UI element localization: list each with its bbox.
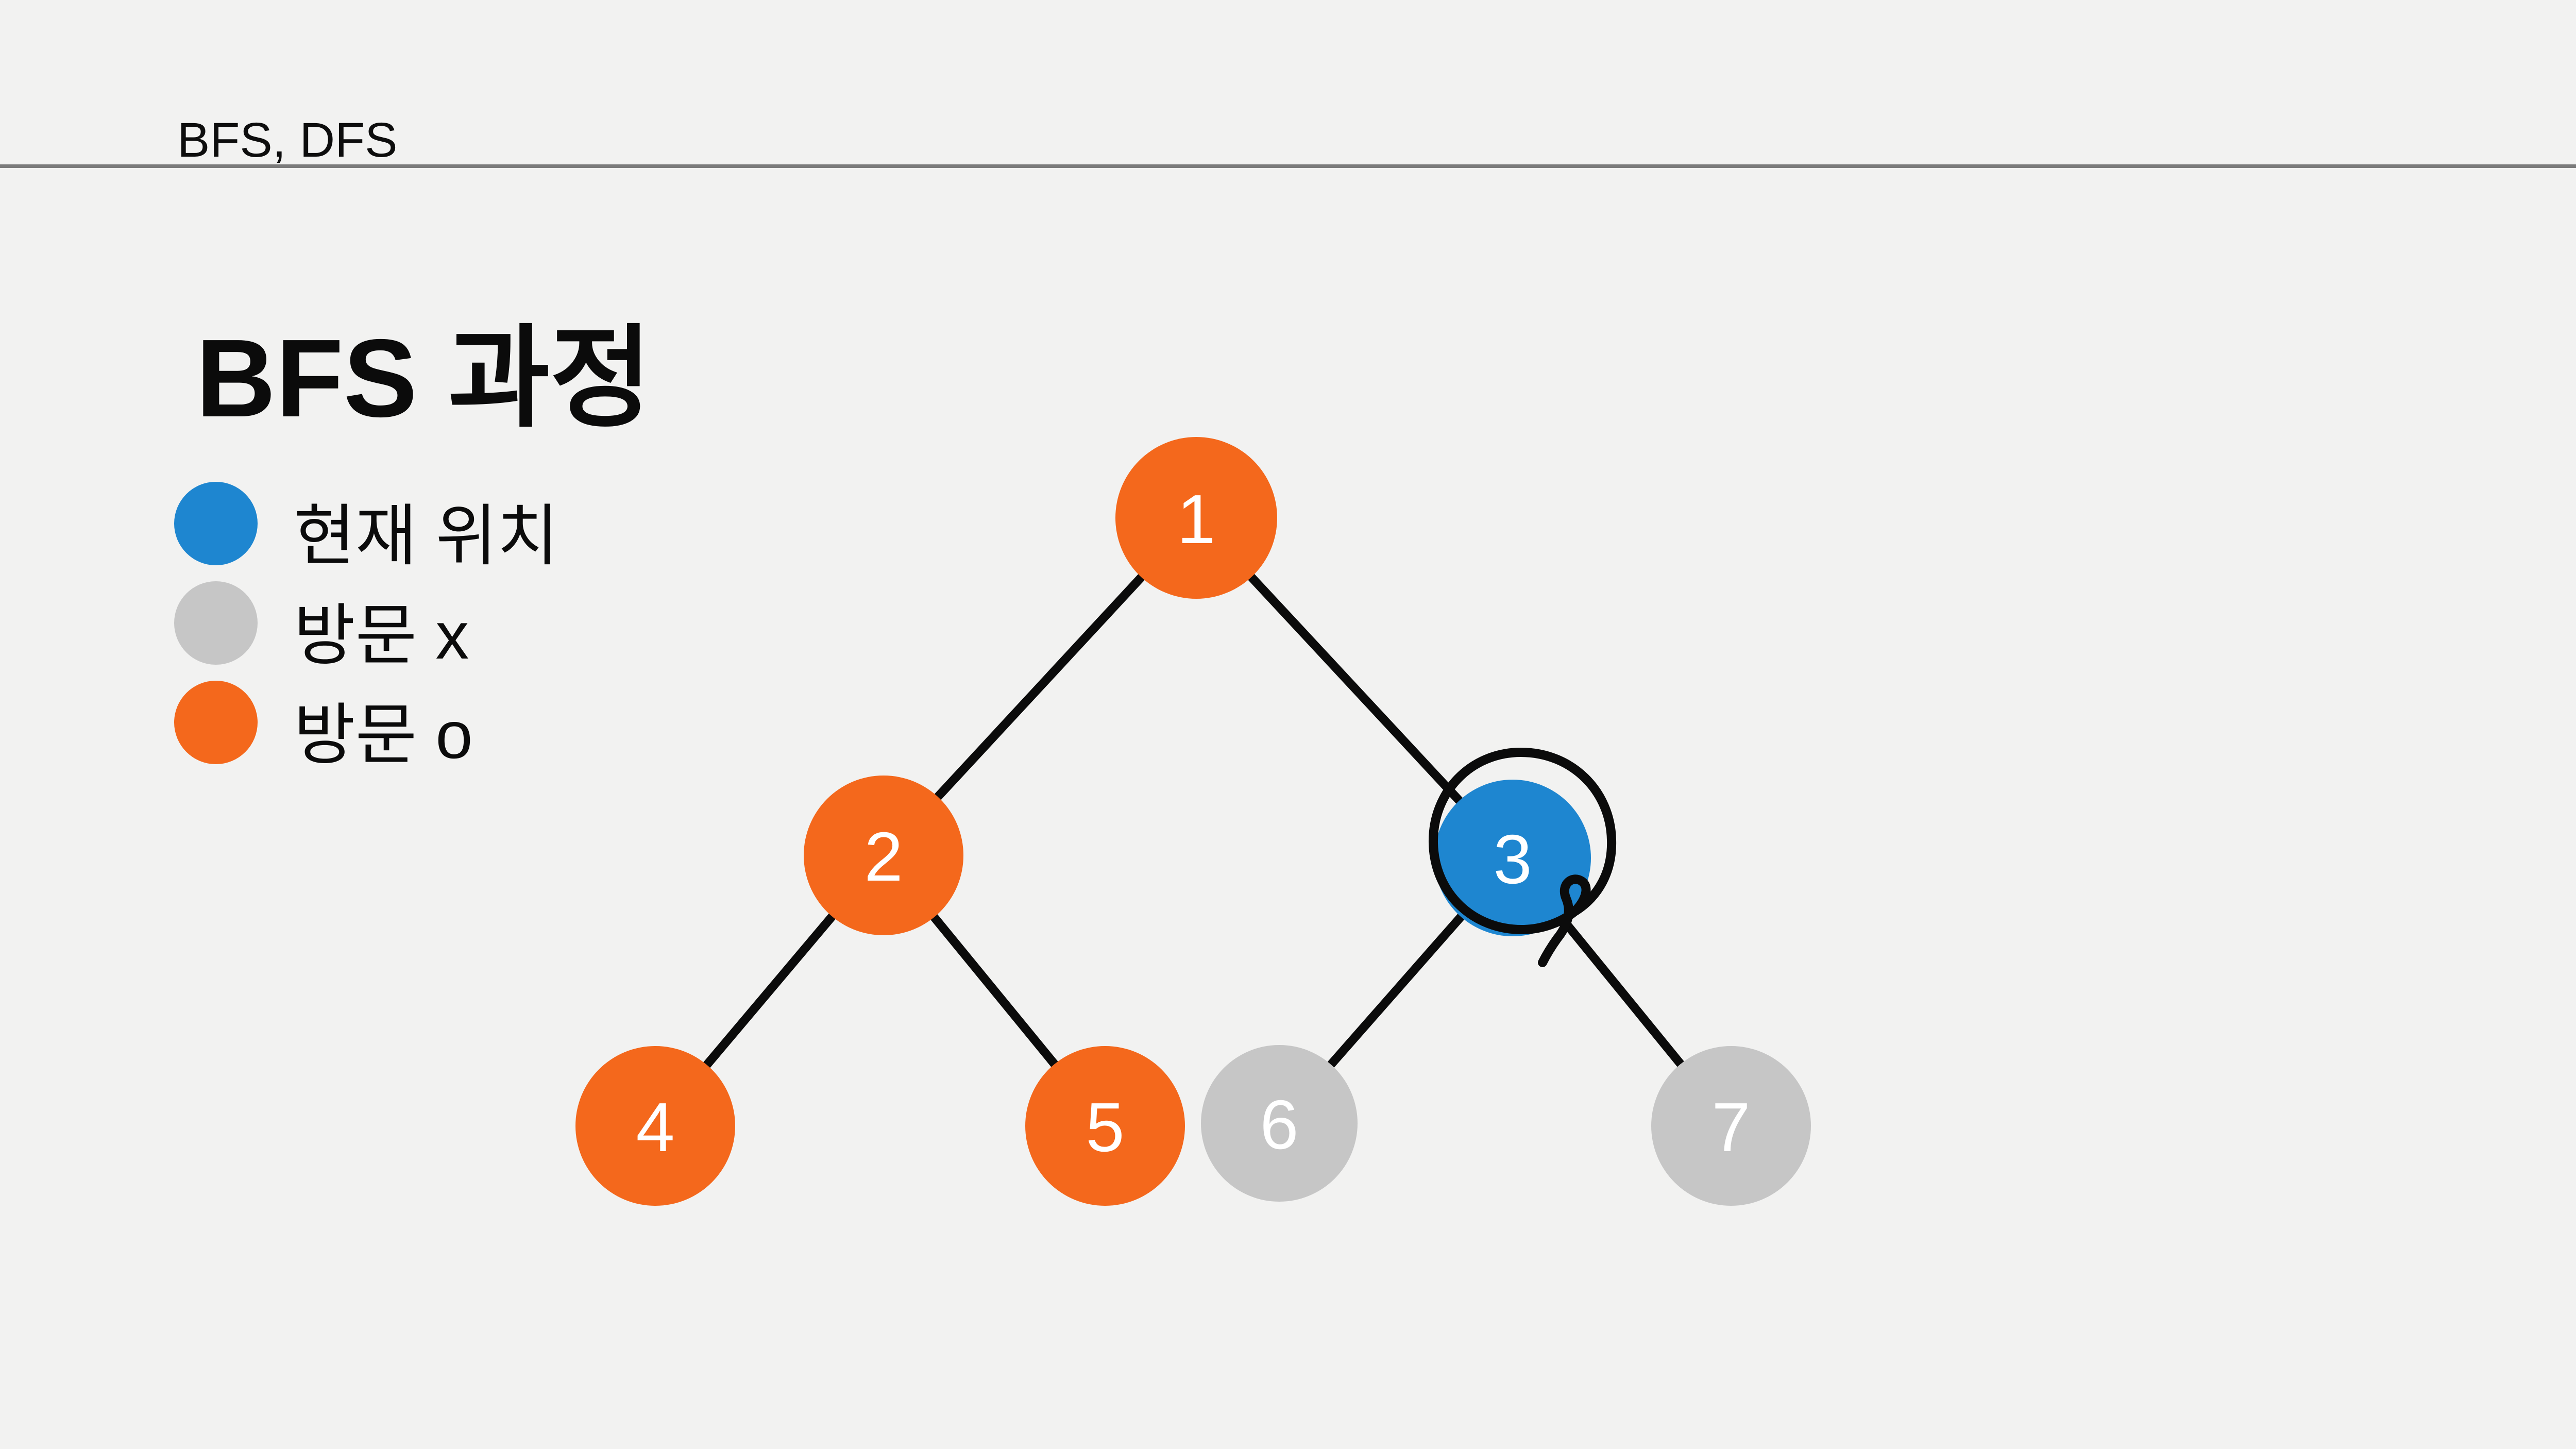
node-label: 4 xyxy=(636,1088,674,1166)
tree-node-4: 4 xyxy=(575,1046,735,1206)
edge-2-5 xyxy=(879,851,1110,1131)
legend-item-visited: 방문 o xyxy=(174,681,559,768)
legend-marker-circle xyxy=(174,482,258,565)
edge-3-6 xyxy=(1275,853,1517,1128)
page-title: BFS 과정 xyxy=(196,316,652,440)
node-circle xyxy=(1115,437,1277,599)
visited-circle-icon xyxy=(174,681,258,764)
legend-item-label: 현재 위치 xyxy=(294,498,559,574)
legend-item-label: 방문 x xyxy=(294,598,469,673)
header-divider-line xyxy=(0,164,2576,168)
node-circle xyxy=(1025,1046,1185,1206)
legend-item-current: 현재 위치 xyxy=(174,482,559,569)
node-circle xyxy=(1651,1046,1811,1206)
tree-node-7: 7 xyxy=(1651,1046,1811,1206)
node-label: 5 xyxy=(1086,1088,1124,1166)
node-label: 2 xyxy=(864,818,903,896)
legend-item-unvisited: 방문 x xyxy=(174,581,559,669)
node-circle xyxy=(1201,1045,1358,1202)
node-label: 7 xyxy=(1711,1088,1750,1166)
edge-3-7 xyxy=(1508,853,1736,1131)
edge-1-3 xyxy=(1192,513,1517,863)
legend-item-label: 방문 o xyxy=(294,697,473,772)
slide-header-title: BFS, DFS xyxy=(177,113,398,167)
node-circle xyxy=(804,776,963,935)
node-circle xyxy=(575,1046,735,1206)
unvisited-circle-icon xyxy=(174,581,258,665)
hand-drawn-circle-annotation xyxy=(1428,748,1617,967)
node-label: 1 xyxy=(1177,480,1215,558)
tree-node-2: 2 xyxy=(804,776,963,935)
tree-node-5: 5 xyxy=(1025,1046,1185,1206)
edge-1-2 xyxy=(879,513,1201,860)
node-label: 6 xyxy=(1260,1086,1298,1164)
node-circle xyxy=(1434,780,1591,936)
legend-marker-circle xyxy=(174,581,258,665)
tree-node-3: 3 xyxy=(1434,780,1591,936)
current-position-circle-icon xyxy=(174,482,258,565)
tree-edges xyxy=(651,513,1736,1131)
node-label: 3 xyxy=(1493,820,1532,898)
legend-marker-circle xyxy=(174,681,258,764)
tree-node-6: 6 xyxy=(1201,1045,1358,1202)
tree-node-1: 1 xyxy=(1115,437,1277,599)
tree-nodes: 1 2 3 4 5 6 xyxy=(575,437,1811,1206)
edge-2-4 xyxy=(651,851,888,1131)
legend: 현재 위치 방문 x 방문 o xyxy=(174,482,559,780)
